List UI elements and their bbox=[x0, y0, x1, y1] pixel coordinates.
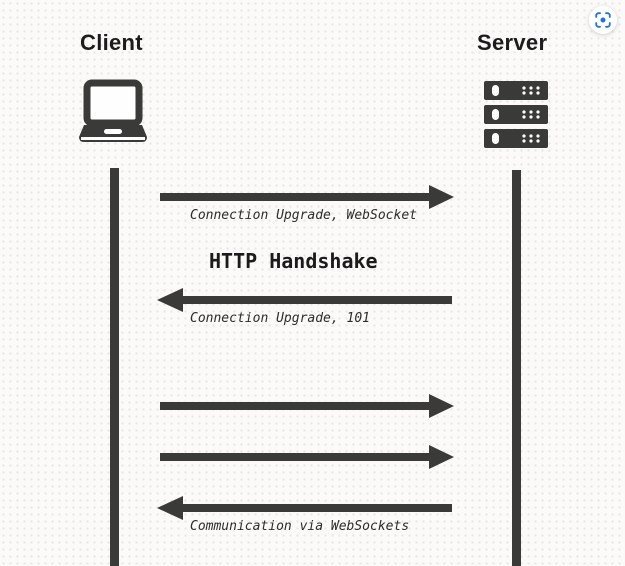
client-label: Client bbox=[80, 30, 143, 55]
message-label: Connection Upgrade, WebSocket bbox=[190, 208, 417, 223]
message-arrow-right bbox=[160, 445, 454, 469]
lens-scan-icon bbox=[595, 12, 611, 28]
message-label: Communication via WebSockets bbox=[190, 519, 410, 534]
message-arrow-left bbox=[157, 288, 452, 312]
image-search-button[interactable] bbox=[589, 6, 617, 34]
message-arrow-right bbox=[160, 394, 454, 418]
message-arrow-right bbox=[160, 185, 454, 209]
message-label: Connection Upgrade, 101 bbox=[190, 311, 371, 326]
client-lifeline bbox=[110, 168, 119, 566]
server-label: Server bbox=[477, 30, 548, 55]
server-stack-icon bbox=[484, 81, 548, 148]
server-lifeline bbox=[512, 170, 521, 566]
message-arrow-left bbox=[157, 496, 452, 520]
section-title: HTTP Handshake bbox=[209, 249, 378, 273]
laptop-icon bbox=[77, 77, 149, 151]
